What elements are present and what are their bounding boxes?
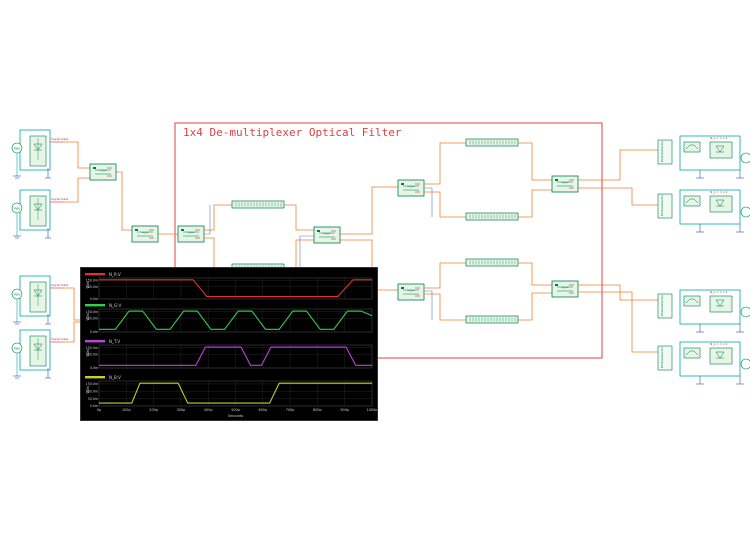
trace-n_r-v: [99, 279, 372, 298]
x-tick-label: 600p: [258, 408, 267, 412]
y-tick-label: 0.0m: [90, 330, 98, 334]
fbg-filter-5[interactable]: [465, 258, 519, 267]
legend-swatch: [85, 273, 105, 276]
y-tick-label: 0.0m: [90, 366, 98, 370]
y-tick-label: 100.0m: [86, 389, 98, 393]
fbg-filter-4[interactable]: [465, 212, 519, 221]
trace-n_b-v: [99, 382, 372, 404]
receiver-4[interactable]: [657, 341, 750, 385]
trace-n_t-v: [99, 346, 372, 366]
receiver-2[interactable]: [657, 189, 750, 233]
fbg-filter-6[interactable]: [465, 315, 519, 324]
legend-swatch: [85, 340, 105, 343]
optical-source-2[interactable]: [11, 189, 69, 239]
legend-label: N_G:V: [109, 303, 121, 308]
combiner-5[interactable]: [551, 280, 579, 298]
y-tick-label: 150.0m: [86, 382, 98, 386]
legend-label: N_R:V: [109, 272, 121, 277]
x-tick-label: 1000p: [367, 408, 377, 412]
optical-source-3[interactable]: [11, 275, 69, 325]
combiner-3[interactable]: [313, 226, 341, 244]
x-tick-label: 900p: [340, 408, 349, 412]
legend-swatch: [85, 304, 105, 307]
fbg-filter-1[interactable]: [231, 200, 285, 209]
legend-label: N_B:V: [109, 375, 121, 380]
x-tick-label: 300p: [177, 408, 186, 412]
combiner-2[interactable]: [131, 225, 159, 243]
y-tick-label: 100.0m: [86, 353, 98, 357]
y-axis-label: Volts: [86, 348, 90, 356]
optical-source-4[interactable]: [11, 329, 69, 379]
combiner-1[interactable]: [89, 163, 117, 181]
y-axis-label: Volts: [86, 312, 90, 320]
x-axis-label: Seconds: [228, 414, 243, 418]
legend-swatch: [85, 376, 105, 379]
legend-label: N_T:V: [109, 339, 120, 344]
receiver-1[interactable]: [657, 135, 750, 179]
y-tick-label: 50.0m: [88, 397, 98, 401]
x-tick-label: 800p: [313, 408, 322, 412]
combiner-4[interactable]: [551, 175, 579, 193]
y-tick-label: 150.0m: [86, 346, 98, 350]
y-axis-label: Volts: [86, 385, 90, 393]
splitter-3[interactable]: [397, 283, 425, 301]
demux-title: 1x4 De-multiplexer Optical Filter: [183, 126, 402, 139]
x-tick-label: 100p: [122, 408, 131, 412]
trace-n_g-v: [99, 310, 373, 330]
fbg-filter-3[interactable]: [465, 138, 519, 147]
demux-title-box[interactable]: [174, 122, 603, 359]
oscilloscope-plot[interactable]: N_R:V150.0m100.0m0.0mVoltsN_G:V150.0m100…: [81, 268, 377, 420]
y-tick-label: 0.0m: [90, 297, 98, 301]
y-tick-label: 150.0m: [86, 310, 98, 314]
receiver-3[interactable]: [657, 289, 750, 333]
y-tick-label: 100.0m: [86, 317, 98, 321]
splitter-1[interactable]: [177, 225, 205, 243]
y-tick-label: 100.0m: [86, 285, 98, 289]
y-axis-label: Volts: [86, 280, 90, 288]
y-tick-label: 150.0m: [86, 279, 98, 283]
splitter-2[interactable]: [397, 179, 425, 197]
optical-source-1[interactable]: [11, 129, 69, 179]
x-tick-label: 0p: [97, 408, 101, 412]
x-tick-label: 500p: [231, 408, 240, 412]
y-tick-label: 0.0m: [90, 404, 98, 408]
x-tick-label: 400p: [204, 408, 213, 412]
x-tick-label: 700p: [286, 408, 295, 412]
x-tick-label: 200p: [149, 408, 158, 412]
